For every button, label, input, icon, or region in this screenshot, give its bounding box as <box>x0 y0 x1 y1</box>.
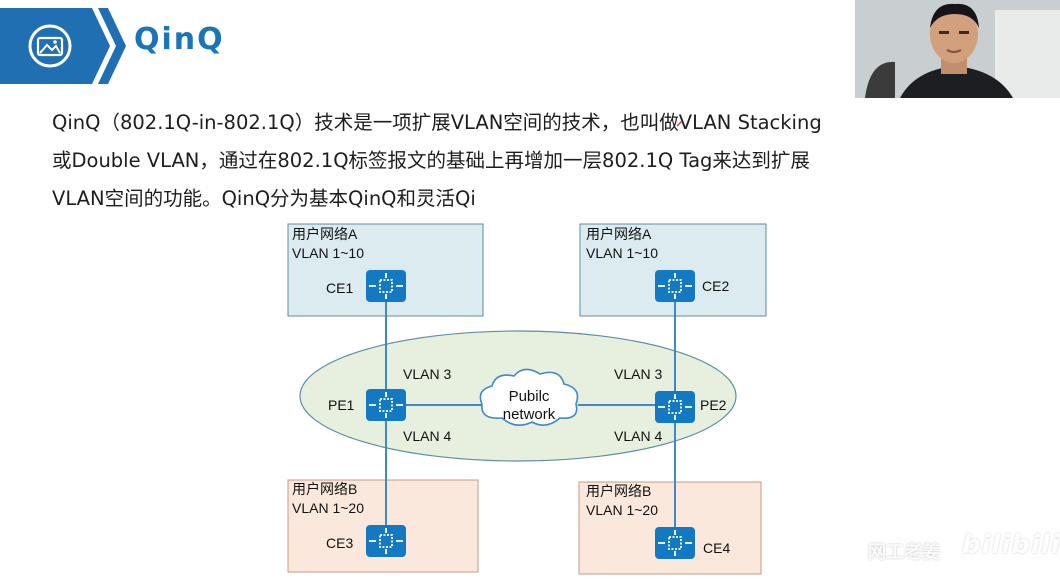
pen-mark-icon <box>676 120 683 127</box>
bilibili-logo: bilibili <box>962 530 1060 560</box>
body-line: VLAN空间的功能。QinQ分为基本QinQ和灵活Qi <box>52 187 476 210</box>
qinq-network-diagram: Pubilc network 用户网络A VLAN 1~10 CE1 用户网络A… <box>270 218 782 576</box>
switch-icon-ce4 <box>655 527 695 559</box>
image-icon <box>28 24 72 68</box>
switch-icon-ce3 <box>366 525 406 557</box>
switch-icon-pe1 <box>366 389 406 421</box>
device-label-ce1: CE1 <box>326 280 353 296</box>
site-vlan-range: VLAN 1~10 <box>292 245 364 261</box>
site-vlan-range: VLAN 1~10 <box>586 245 658 261</box>
device-label-pe1: PE1 <box>328 397 355 413</box>
pe2-vlan-top: VLAN 3 <box>614 366 662 382</box>
cloud-label-line1: Pubilc <box>509 388 550 405</box>
pe2-vlan-bottom: VLAN 4 <box>614 428 662 444</box>
switch-icon-ce2 <box>655 270 695 302</box>
slide-body-text: QinQ（802.1Q-in-802.1Q）技术是一项扩展VLAN空间的技术，也… <box>52 104 912 218</box>
site-vlan-range: VLAN 1~20 <box>586 502 658 518</box>
site-title: 用户网络A <box>292 226 358 242</box>
device-label-ce2: CE2 <box>702 278 729 294</box>
site-title: 用户网络B <box>586 483 651 499</box>
cloud-icon <box>479 368 579 426</box>
slide-title: QinQ <box>134 22 225 57</box>
pe1-vlan-bottom: VLAN 4 <box>403 428 451 444</box>
site-vlan-range: VLAN 1~20 <box>292 500 364 516</box>
switch-icon-ce1 <box>366 270 406 302</box>
switch-icon-pe2 <box>655 391 695 423</box>
header-banner <box>0 8 126 84</box>
site-title: 用户网络A <box>586 226 652 242</box>
cloud-label-line2: network <box>503 406 556 423</box>
device-label-pe2: PE2 <box>700 397 727 413</box>
site-title: 用户网络B <box>292 481 357 497</box>
webcam-video <box>855 0 1060 98</box>
device-label-ce4: CE4 <box>703 540 730 556</box>
device-label-ce3: CE3 <box>326 535 353 551</box>
presenter-image <box>855 0 1060 98</box>
body-line: QinQ（802.1Q-in-802.1Q）技术是一项扩展VLAN空间的技术，也… <box>52 111 822 134</box>
body-line: 或Double VLAN，通过在802.1Q标签报文的基础上再增加一层802.1… <box>52 149 810 172</box>
uploader-watermark: 网工老姜 <box>868 542 940 563</box>
pe1-vlan-top: VLAN 3 <box>403 366 451 382</box>
